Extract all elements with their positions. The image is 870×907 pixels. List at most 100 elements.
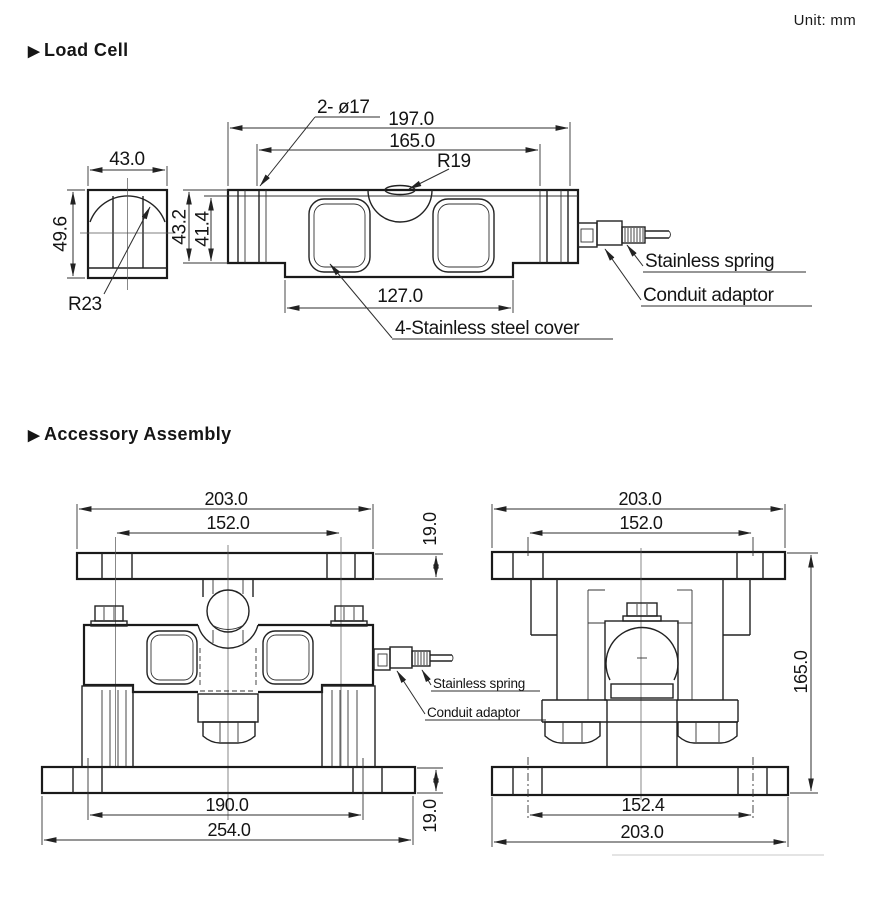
cable [645, 230, 671, 239]
dim-front-203: 203.0 [76, 489, 374, 549]
stainless-spring-part [621, 226, 646, 244]
section-marker-icon: ▶ [28, 427, 40, 444]
svg-text:165.0: 165.0 [791, 650, 811, 693]
unit-label: Unit: mm [793, 12, 856, 29]
section-header-load-cell: ▶ Load Cell [28, 40, 129, 61]
svg-text:254.0: 254.0 [207, 820, 250, 840]
dim-front-190: 190.0 [87, 758, 364, 820]
load-button-lens [384, 184, 416, 196]
svg-text:203.0: 203.0 [204, 489, 247, 509]
dim-front-19-top: 19.0 [375, 512, 443, 580]
spring-hatch [414, 652, 428, 665]
svg-text:152.4: 152.4 [621, 795, 664, 815]
dim-side-203-top: 203.0 [491, 489, 786, 548]
dim-front-19-bottom: 19.0 [417, 767, 443, 833]
dim-length-197: 197.0 [227, 109, 571, 186]
load-pin [202, 580, 254, 643]
svg-text:19.0: 19.0 [420, 799, 440, 833]
svg-text:197.0: 197.0 [388, 109, 434, 130]
lower-flange [541, 699, 739, 723]
label-conduit-adaptor-small: Conduit adaptor [396, 670, 546, 721]
dim-width-43: 43.0 [87, 149, 168, 186]
base-plate-hole-lines [512, 767, 768, 795]
svg-text:127.0: 127.0 [377, 286, 423, 307]
label-stainless-spring: Stainless spring [626, 244, 806, 273]
conduit-adaptor-part [596, 220, 623, 246]
assembly-side-view: 203.0 152.0 165.0 [490, 489, 818, 847]
dome-side-lines [112, 196, 144, 268]
top-plate [490, 550, 787, 581]
left-flange-grooves [237, 190, 267, 263]
dim-side-165: 165.0 [787, 552, 818, 794]
top-bolt-left [90, 605, 128, 627]
label-steel-cover: 4-Stainless steel cover [329, 263, 613, 340]
label-r23: R23 [68, 206, 151, 315]
assembly-front-view: 203.0 152.0 19.0 [40, 489, 546, 845]
dim-length-165: 165.0 [256, 131, 541, 186]
top-plate [75, 551, 375, 581]
top-plate-hole-lines [101, 553, 356, 579]
left-foot [81, 685, 134, 768]
dim-pocket-span-127: 127.0 [284, 280, 514, 313]
ball-contact-arc [211, 624, 245, 630]
svg-text:43.2: 43.2 [170, 209, 191, 244]
svg-text:R19: R19 [437, 151, 471, 172]
bottom-hex-bolt [202, 721, 256, 744]
svg-text:Conduit adaptor: Conduit adaptor [427, 705, 521, 720]
right-foot [321, 685, 376, 768]
svg-text:4-Stainless steel cover: 4-Stainless steel cover [395, 318, 580, 339]
svg-text:Stainless spring: Stainless spring [433, 676, 525, 691]
load-cell-end-block [604, 602, 679, 701]
dome-arc [605, 626, 679, 681]
svg-text:R23: R23 [68, 294, 102, 315]
svg-text:19.0: 19.0 [420, 512, 440, 546]
right-flange-grooves [539, 190, 569, 263]
dim-side-152-4: 152.4 [527, 757, 754, 820]
dim-front-254: 254.0 [41, 796, 414, 845]
right-pocket [262, 630, 314, 685]
svg-text:203.0: 203.0 [618, 489, 661, 509]
dim-height-49-6: 49.6 [51, 189, 85, 279]
svg-text:165.0: 165.0 [389, 131, 435, 152]
load-cell-end-view: 43.0 49.6 R23 [51, 149, 174, 315]
svg-text:49.6: 49.6 [51, 216, 72, 251]
svg-text:Conduit adaptor: Conduit adaptor [643, 285, 775, 306]
spring-hatch [624, 228, 644, 242]
dim-side-152: 152.0 [527, 513, 754, 556]
cable-connector [373, 646, 454, 671]
label-stainless-spring-small: Stainless spring [421, 669, 540, 692]
base-plate [40, 765, 417, 795]
label-holes: 2- ø17 [259, 97, 380, 187]
svg-text:41.4: 41.4 [193, 210, 214, 246]
label-r19: R19 [408, 151, 471, 190]
dim-side-203-bottom: 203.0 [491, 797, 789, 847]
base-plate-hole-lines [72, 767, 383, 793]
left-pocket [146, 630, 198, 685]
svg-text:152.0: 152.0 [619, 513, 662, 533]
load-ball [206, 589, 250, 633]
label-conduit-adaptor: Conduit adaptor [604, 248, 812, 307]
bowl-arc [197, 624, 259, 649]
center-column [606, 700, 678, 767]
svg-text:203.0: 203.0 [620, 822, 663, 842]
hex-bolt-right [677, 721, 738, 744]
load-cell-body-front [82, 623, 375, 694]
section-header-accessory: ▶ Accessory Assembly [28, 424, 232, 445]
section-title: Accessory Assembly [43, 424, 232, 444]
load-cell-side-view: 197.0 165.0 2- ø17 R19 [170, 97, 812, 340]
base-plate [490, 765, 790, 797]
right-pocket [432, 198, 495, 273]
svg-text:Stainless spring: Stainless spring [645, 251, 774, 272]
section-title: Load Cell [43, 40, 129, 60]
svg-text:152.0: 152.0 [206, 513, 249, 533]
left-pocket [308, 198, 371, 273]
load-cell-body [226, 188, 580, 279]
dim-height-41-4: 41.4 [193, 195, 228, 262]
upper-bracket [530, 579, 751, 700]
svg-text:190.0: 190.0 [205, 795, 248, 815]
section-marker-icon: ▶ [28, 43, 40, 60]
top-bolt-right [330, 605, 368, 627]
center-bowl-arc [367, 189, 433, 223]
